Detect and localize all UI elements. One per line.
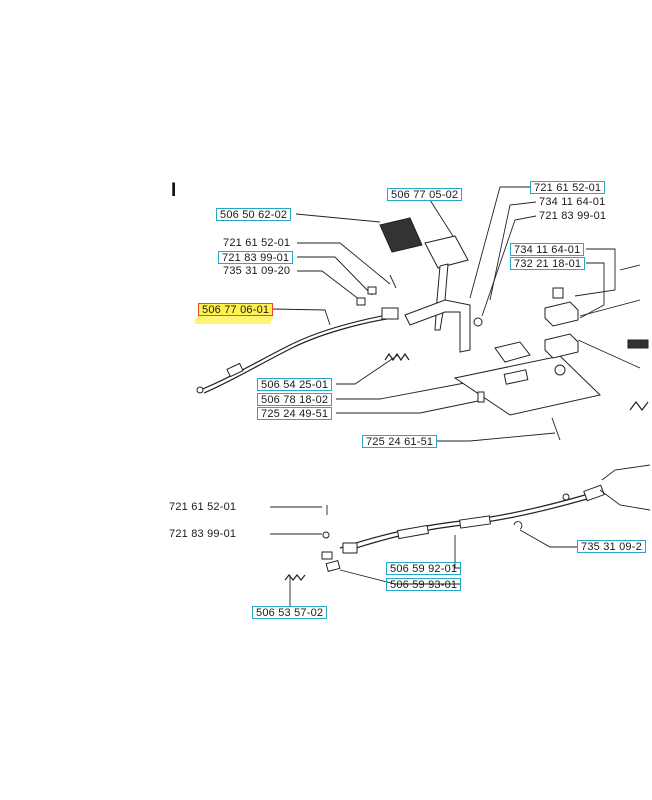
return-spring	[384, 352, 410, 362]
part-label-506-77-05-02[interactable]: 506 77 05-02	[387, 188, 463, 201]
part-label-506-59-93-01[interactable]: 506 59 93-01	[386, 578, 462, 591]
part-label-506-54-25-01[interactable]: 506 54 25-01	[257, 378, 333, 391]
part-label-506-78-18-02[interactable]: 506 78 18-02	[257, 393, 333, 406]
leader-lines	[270, 186, 616, 606]
part-label-721-61-52-01-top[interactable]: 721 61 52-01	[530, 181, 606, 194]
upper-hardware	[356, 274, 397, 306]
part-label-506-53-57-02[interactable]: 506 53 57-02	[252, 606, 328, 619]
pedal-arm	[404, 299, 531, 363]
part-label-735-31-09-20[interactable]: 735 31 09-20	[223, 265, 291, 277]
upper-cable	[196, 307, 399, 394]
part-label-721-83-99-01-top[interactable]: 721 83 99-01	[539, 210, 607, 222]
part-label-721-83-99-01-lower[interactable]: 721 83 99-01	[169, 528, 237, 540]
part-label-725-24-49-51[interactable]: 725 24 49-51	[257, 407, 333, 420]
part-label-506-50-62-02[interactable]: 506 50 62-02	[216, 208, 292, 221]
section-label: I	[171, 180, 177, 201]
lower-hardware	[284, 505, 341, 581]
part-label-506-77-06-01-selected[interactable]: 506 77 06-01	[198, 303, 274, 316]
part-label-734-11-64-01-top[interactable]: 734 11 64-01	[539, 196, 606, 208]
base-plate	[453, 355, 602, 441]
part-label-734-11-64-01-right[interactable]: 734 11 64-01	[510, 243, 585, 256]
part-label-721-83-99-01-mid[interactable]: 721 83 99-01	[218, 251, 294, 264]
part-label-721-61-52-01-mid[interactable]: 721 61 52-01	[223, 237, 291, 249]
lower-cable	[339, 464, 651, 554]
part-label-732-21-18-01[interactable]: 732 21 18-01	[510, 257, 586, 270]
part-label-735-31-09-2[interactable]: 735 31 09-2	[577, 540, 646, 553]
part-label-506-59-92-01[interactable]: 506 59 92-01	[386, 562, 462, 575]
part-label-725-24-61-51[interactable]: 725 24 61-51	[362, 435, 438, 448]
switch-blocks	[544, 264, 649, 411]
part-label-721-61-52-01-lower[interactable]: 721 61 52-01	[169, 501, 237, 513]
